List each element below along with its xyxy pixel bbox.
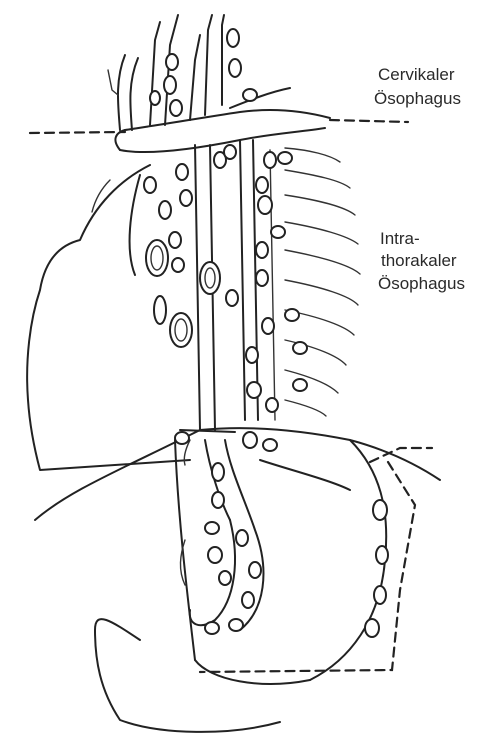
stomach <box>95 440 388 732</box>
cervical-boundary-line <box>30 120 408 133</box>
label-thoracic: Intra- thorakaler Ösophagus <box>378 229 465 293</box>
label-cervical: Cervikaler Ösophagus <box>374 65 461 108</box>
label-cervical-line1: Cervikaler <box>378 65 455 84</box>
label-thoracic-line1: Intra- <box>380 229 420 248</box>
label-thoracic-line3: Ösophagus <box>378 274 465 293</box>
clavicle-band <box>115 110 330 152</box>
cervical-region <box>108 15 290 130</box>
spine-ribs <box>214 140 360 420</box>
label-thoracic-line2: thorakaler <box>381 251 457 270</box>
bronchi <box>146 240 220 347</box>
label-cervical-line2: Ösophagus <box>374 89 461 108</box>
